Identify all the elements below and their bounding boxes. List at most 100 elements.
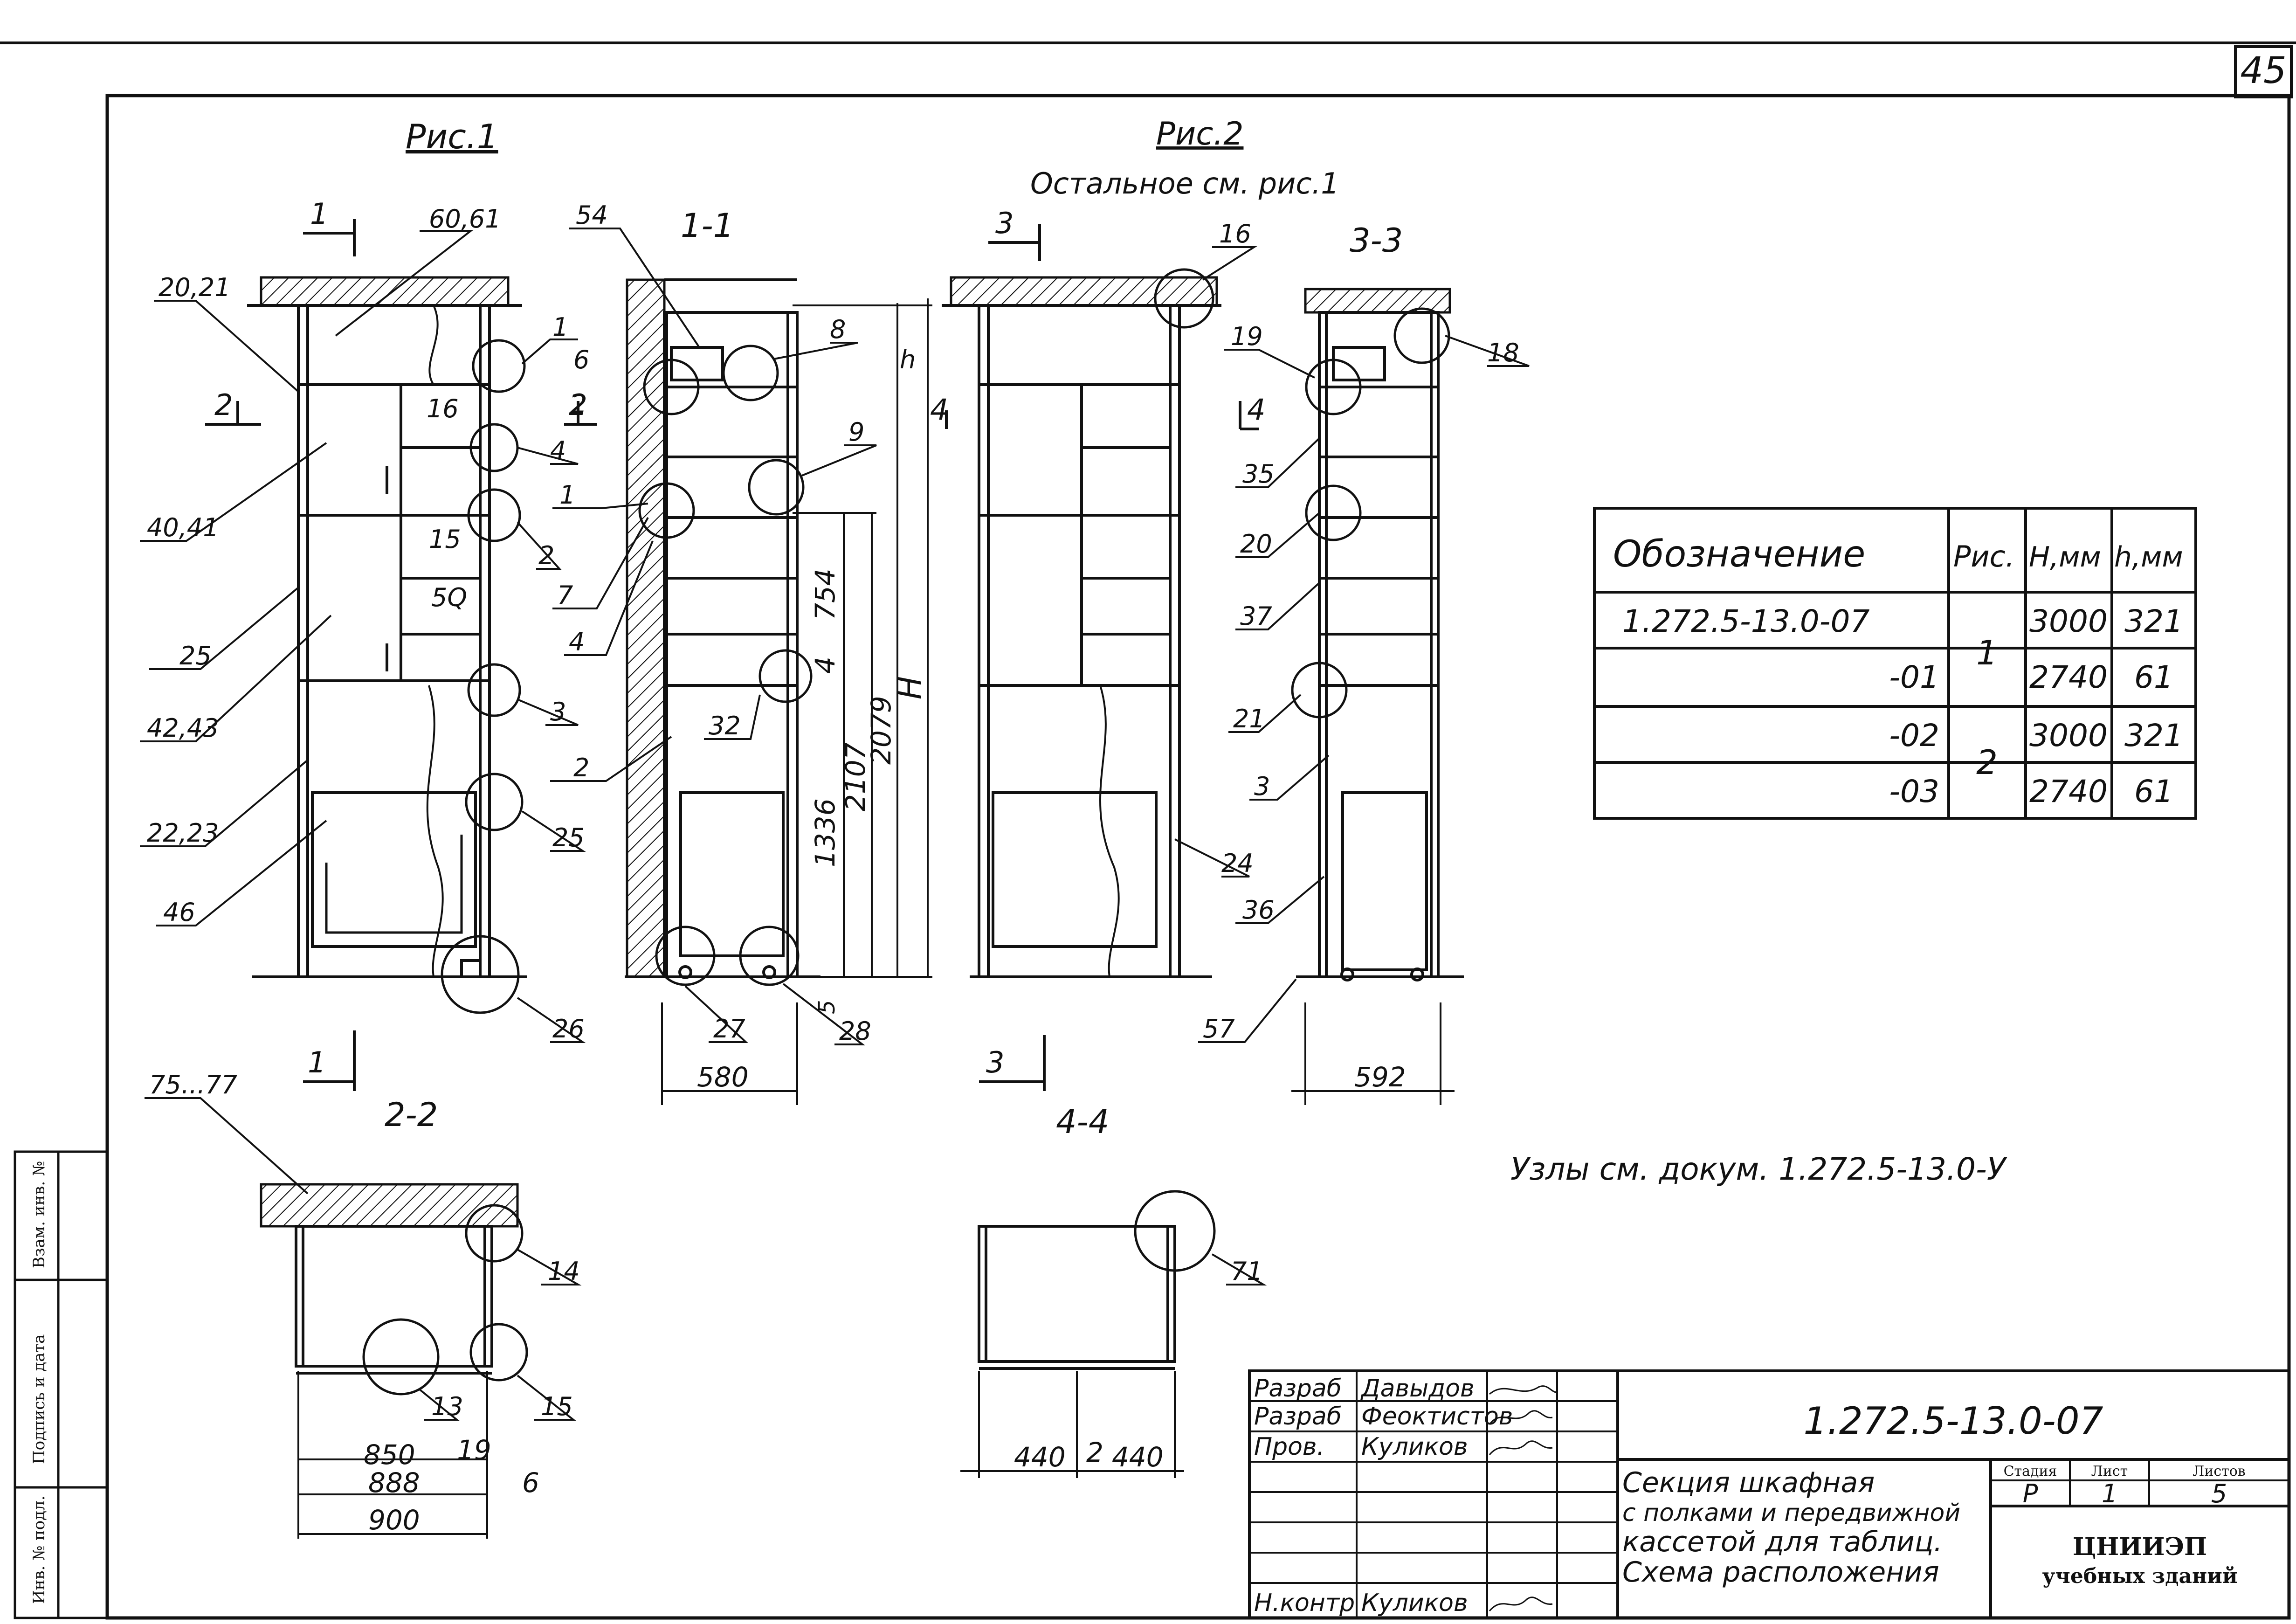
- callout-label: 9: [848, 417, 864, 447]
- dim-5: 5: [814, 1000, 840, 1014]
- dimension-labels: 754 4 2107 1336 2079 H 5 580 592 850 19 …: [364, 568, 1406, 1536]
- dim-4: 4: [809, 657, 841, 674]
- section-1-1-dimension-lines: [661, 298, 932, 1105]
- callout-label: h: [900, 345, 916, 374]
- side-stamp-signature: Подпись и дата: [30, 1334, 48, 1465]
- title-line: кассетой для таблиц.: [1622, 1526, 1943, 1558]
- section-4-4: [960, 1225, 1184, 1478]
- spec-row-fig: 1: [1976, 633, 1998, 672]
- callout-label: 20: [1240, 529, 1272, 559]
- section-1-1-detail-circles: [638, 345, 813, 986]
- title-line: Схема расположения: [1622, 1556, 1939, 1589]
- callout-label: 13: [431, 1392, 463, 1421]
- section-mark: 3: [986, 1045, 1004, 1079]
- section-mark: 3: [995, 206, 1014, 240]
- sheet-number: 45: [2240, 50, 2286, 92]
- role-name: Куликов: [1361, 1433, 1468, 1461]
- callout-label: 60,61: [429, 204, 501, 234]
- dim-2: 2: [1086, 1437, 1103, 1468]
- organization-name: ЦНИИЭП: [2073, 1533, 2207, 1561]
- role-label: Н.контр: [1254, 1589, 1355, 1617]
- dim-900: 900: [368, 1504, 420, 1536]
- sheet-border: [0, 41, 2296, 1620]
- spec-row-H: 3000: [2029, 603, 2108, 639]
- callout-label: 20,21: [159, 273, 231, 302]
- title-line: Секция шкафная: [1622, 1466, 1875, 1499]
- callout-label: 57: [1203, 1014, 1235, 1044]
- spec-table: [1593, 507, 2197, 820]
- title-block-title: Секция шкафная с полками и передвижной к…: [1622, 1466, 1960, 1589]
- spec-row-h: 61: [2134, 659, 2173, 695]
- section-1-1: [625, 278, 820, 979]
- section-2-2-detail-circles: [362, 1204, 528, 1396]
- callout-label: 2: [573, 753, 589, 782]
- callout-label: 3: [1254, 772, 1270, 801]
- role-name: Куликов: [1361, 1589, 1468, 1617]
- dim-440-left: 440: [1014, 1441, 1066, 1473]
- callout-label: 36: [1242, 895, 1275, 925]
- role-label: Разраб: [1254, 1375, 1342, 1403]
- section-3-3: [1296, 288, 1464, 981]
- stage-value: Р: [2023, 1479, 2038, 1508]
- callout-label: 14: [548, 1257, 580, 1286]
- callout-label: 75...77: [149, 1070, 237, 1099]
- section-marks: 1 1 2 2 3 3 4 4: [214, 197, 1265, 1079]
- sheet-header: Лист: [2091, 1463, 2128, 1479]
- dim-2107: 2107: [840, 742, 871, 811]
- callout-label: 19: [1231, 322, 1263, 351]
- section-4-4-detail-circle: [1134, 1190, 1216, 1272]
- spec-row-h: 321: [2124, 603, 2183, 639]
- spec-table-rows: 1.272.5-13.0-07 -01 -02 -03 1 2 3000 274…: [1622, 603, 2183, 809]
- sheets-value: 5: [2211, 1479, 2227, 1508]
- callout-label: 35: [1242, 459, 1275, 489]
- spec-row-H: 2740: [2029, 659, 2108, 695]
- callout-label: 40,41: [147, 513, 219, 542]
- stage-header: Стадия: [2004, 1463, 2057, 1479]
- section-3-3-title: 3-3: [1350, 221, 1403, 260]
- callout-label: 15: [429, 525, 461, 554]
- sheet-value: 1: [2102, 1479, 2117, 1508]
- spec-row-H: 3000: [2029, 718, 2108, 753]
- organization-subtitle: учебных зданий: [2042, 1564, 2238, 1588]
- section-2-2-title: 2-2: [385, 1096, 438, 1134]
- fig1-cabinet: [247, 276, 527, 978]
- callout-label: 25: [552, 823, 585, 852]
- dim-592: 592: [1354, 1061, 1406, 1093]
- callout-label: 16: [427, 394, 459, 423]
- title-line: с полками и передвижной: [1622, 1499, 1960, 1527]
- callout-label: 8: [830, 315, 846, 344]
- dim-1336: 1336: [809, 798, 841, 867]
- callout-label: 37: [1240, 601, 1272, 631]
- callout-label: 27: [713, 1014, 745, 1044]
- dim-2079: 2079: [865, 696, 897, 765]
- callout-label: 3: [550, 697, 566, 726]
- section-mark: 1: [308, 1045, 326, 1079]
- role-name: Феоктистов: [1361, 1403, 1513, 1431]
- callout-label: 21: [1233, 704, 1265, 733]
- dim-6: 6: [522, 1467, 539, 1499]
- nodes-note: Узлы см. докум. 1.272.5-13.0-У: [1510, 1151, 2007, 1187]
- spec-row-designation: 1.272.5-13.0-07: [1622, 603, 1869, 639]
- spec-row-h: 321: [2124, 718, 2183, 753]
- dim-580: 580: [697, 1061, 749, 1093]
- side-stamp-replaced: Взам. инв. №: [30, 1161, 48, 1268]
- section-mark-arrows: [205, 219, 1259, 1091]
- fig1-detail-circles: [441, 339, 526, 1014]
- section-3-3-detail-circles: [1291, 307, 1450, 719]
- spec-row-designation: -01: [1889, 659, 1939, 695]
- document-number: 1.272.5-13.0-07: [1803, 1399, 2103, 1443]
- spec-header-H: H,мм: [2029, 541, 2101, 574]
- title-block-signatures: [1489, 1385, 1558, 1611]
- spec-row-designation: -03: [1889, 774, 1939, 809]
- callout-label: 1: [559, 480, 575, 510]
- callout-leaders: [140, 228, 1530, 1421]
- callout-label: 7: [557, 580, 573, 610]
- role-label: Пров.: [1254, 1433, 1324, 1461]
- fig2-note: Остальное см. рис.1: [1030, 166, 1339, 200]
- callout-label: 5Q: [431, 583, 467, 612]
- title-block-roles: Разраб Давыдов Разраб Феоктистов Пров. К…: [1254, 1375, 1513, 1617]
- spec-row-H: 2740: [2029, 774, 2108, 809]
- callout-labels: 60,61 20,21 1 16 2 4 40,41 15 2 5Q 25 42…: [147, 200, 1519, 1421]
- callout-label: 25: [179, 641, 212, 670]
